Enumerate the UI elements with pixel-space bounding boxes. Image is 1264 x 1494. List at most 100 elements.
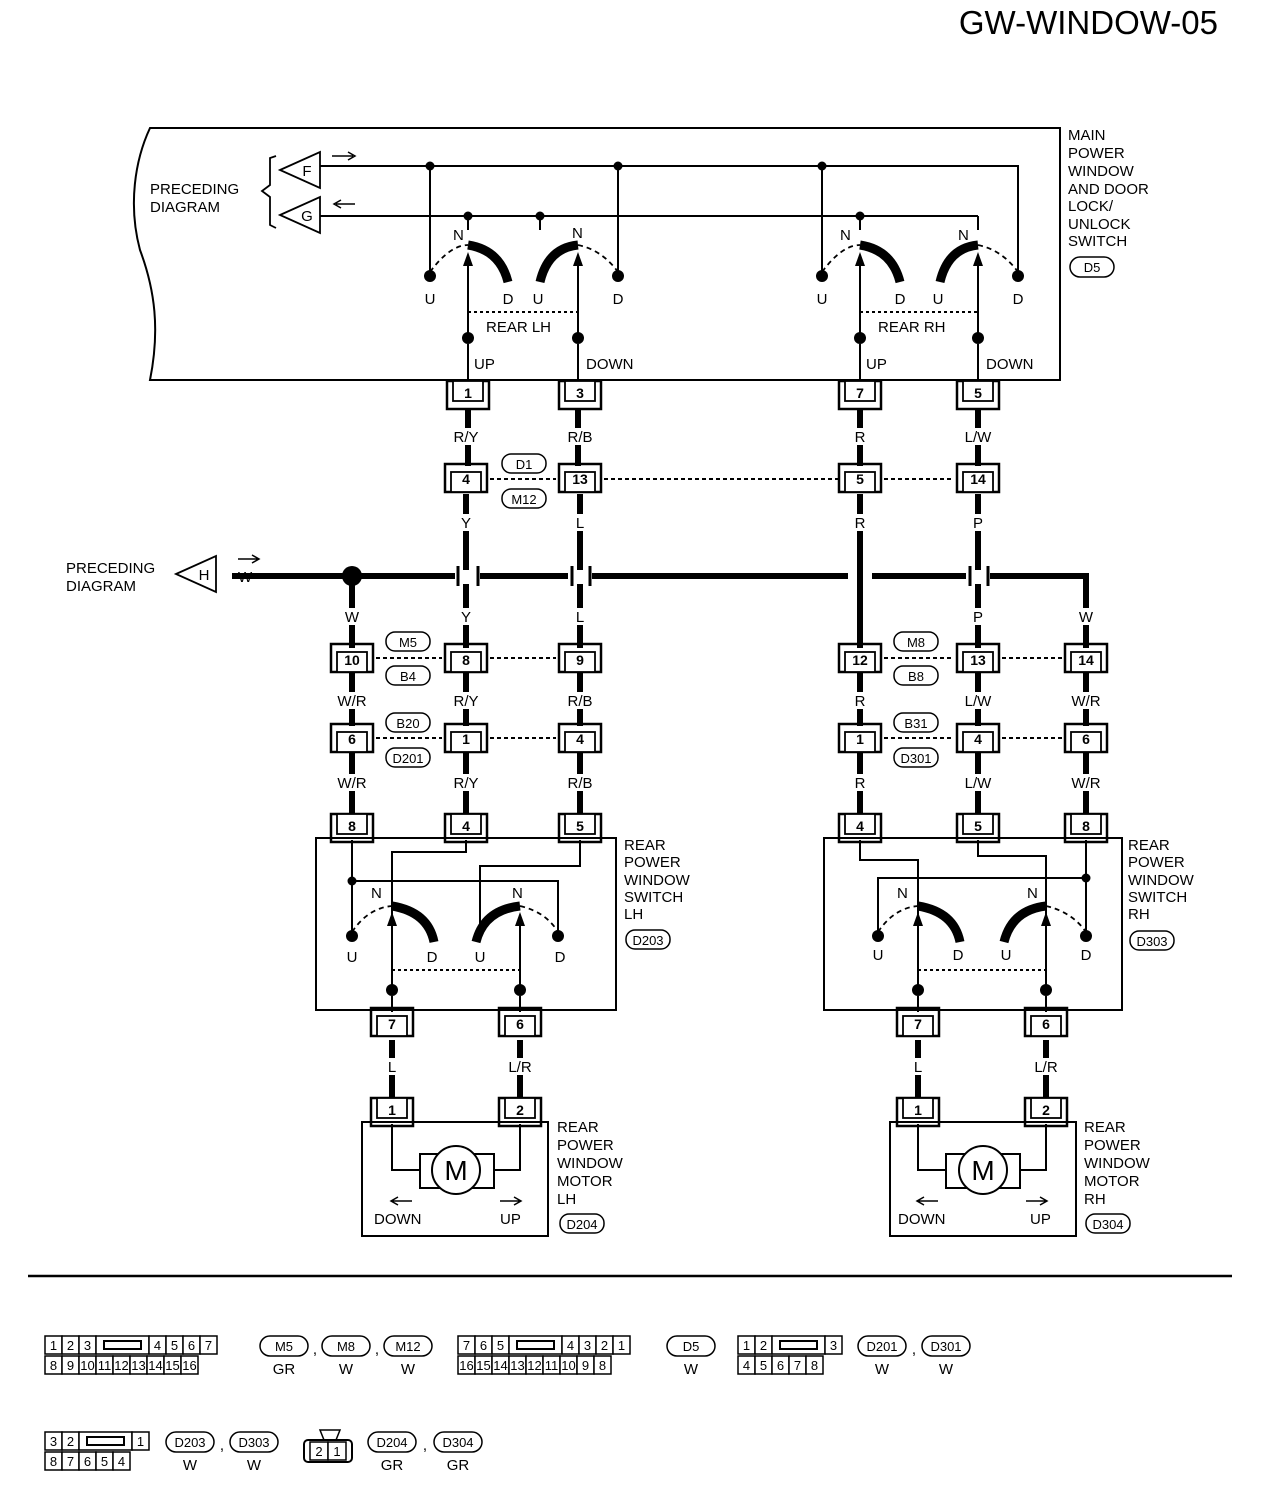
connector-lock-icon [103,1340,142,1350]
joint-connector-b31-d301: 1 4 6 B31 D301 [837,712,1109,768]
svg-text:R/Y: R/Y [453,693,478,710]
connector-color: W [684,1361,699,1378]
preceding-diagram-label-top-2: DIAGRAM [150,199,220,216]
svg-text:MOTOR: MOTOR [557,1173,613,1190]
svg-text:W/R: W/R [1071,693,1100,710]
connector-pin-number: 1 [137,1434,144,1449]
svg-text:4: 4 [576,731,584,747]
svg-text:R/B: R/B [567,429,592,446]
connector-pin-number: 7 [794,1358,801,1373]
connector-pin-number: 1 [618,1338,625,1353]
connector-pin-number: 2 [67,1434,74,1449]
arrow-left-icon [389,1196,412,1206]
svg-text:D303: D303 [1136,934,1167,949]
connector-pin-number: 5 [101,1454,108,1469]
svg-text:N: N [512,885,523,902]
connector-pin-number: 2 [67,1338,74,1353]
connector-id-badge [321,1335,371,1357]
svg-text:Y: Y [461,609,471,626]
connector-pin-number: 1 [743,1338,750,1353]
connector-pin-number: 1 [333,1444,340,1459]
svg-text:W/R: W/R [1071,775,1100,792]
connector-color: GR [447,1457,470,1474]
svg-text:N: N [1027,885,1038,902]
connector-cavity [131,1431,150,1451]
svg-text:14: 14 [970,471,986,487]
connector-pin-number: 6 [188,1338,195,1353]
svg-text:P: P [973,515,983,532]
svg-text:6: 6 [348,731,356,747]
separator-comma: , [220,1437,224,1454]
connector-id-badge [433,1431,483,1453]
connector-pin-number: 5 [760,1358,767,1373]
svg-text:N: N [371,885,382,902]
connector-id-badge [259,1335,309,1357]
svg-text:MOTOR: MOTOR [1084,1173,1140,1190]
wire-colors-drop: W Y L P W [342,608,1096,626]
connector-pin-number: 16 [459,1358,473,1373]
svg-text:LH: LH [557,1191,576,1208]
svg-text:L: L [388,1059,396,1076]
svg-text:M8: M8 [907,635,925,650]
main-switch-label: MAIN POWER WINDOW AND DOOR LOCK/ UNLOCK … [1068,127,1149,250]
svg-text:REAR: REAR [1084,1119,1126,1136]
connector-pin-number: 3 [830,1338,837,1353]
svg-text:DIAGRAM: DIAGRAM [66,578,136,595]
svg-text:W: W [345,609,360,626]
svg-text:5: 5 [576,818,584,834]
rear-power-window-switch-lh: 8 4 5 N N U D U D 7 6 REAR [315,812,691,1076]
motor-lh-label: REAR POWER WINDOW MOTOR LH [557,1119,624,1208]
svg-text:N: N [897,885,908,902]
svg-text:AND DOOR: AND DOOR [1068,181,1149,198]
svg-text:WINDOW: WINDOW [1084,1155,1151,1172]
connector-pin-number: 3 [50,1434,57,1449]
connector-id: M8 [337,1339,355,1354]
connector-pin-number: 8 [811,1358,818,1373]
svg-text:1: 1 [388,1102,396,1118]
connector-pin-number: 4 [118,1454,125,1469]
svg-text:SWITCH: SWITCH [624,889,683,906]
connector-id: D303 [238,1435,269,1450]
separator-comma: , [375,1341,379,1358]
svg-text:N: N [958,227,969,244]
svg-text:L/R: L/R [508,1059,532,1076]
svg-text:7: 7 [856,385,864,401]
connector-color: W [247,1457,262,1474]
svg-text:REAR: REAR [1128,837,1170,854]
svg-text:UP: UP [474,356,495,373]
svg-text:W: W [238,569,253,586]
svg-text:L/W: L/W [965,693,993,710]
connector-pin-number: 5 [497,1338,504,1353]
connector-id: D203 [174,1435,205,1450]
svg-text:1: 1 [914,1102,922,1118]
svg-text:U: U [533,291,544,308]
svg-text:UP: UP [500,1211,521,1228]
svg-text:10: 10 [344,652,360,668]
svg-text:4: 4 [462,471,470,487]
svg-text:D1: D1 [516,457,533,472]
connector-id: D304 [442,1435,473,1450]
connector-key-icon [318,1429,342,1441]
svg-text:6: 6 [1042,1016,1050,1032]
wire-colors-joint2: W/R R/Y R/B R L/W W/R [334,692,1104,710]
input-f-triangle-icon [277,150,321,190]
svg-text:U: U [347,949,358,966]
switch-contacts: N N N N U D U D U D U D REAR LH REAR RH … [424,225,1034,373]
connector-color: W [183,1457,198,1474]
svg-text:SWITCH: SWITCH [1068,233,1127,250]
connector-pin-number: 8 [50,1454,57,1469]
svg-text:H: H [199,567,210,584]
connector-cavity [805,1355,824,1375]
svg-text:D: D [613,291,624,308]
splice-point [342,566,362,586]
svg-text:POWER: POWER [1068,145,1125,162]
connector-id: M5 [275,1339,293,1354]
svg-text:REAR: REAR [624,837,666,854]
connector-cavity [112,1451,131,1471]
connector-pin-number: 2 [601,1338,608,1353]
svg-text:1: 1 [856,731,864,747]
svg-text:SWITCH: SWITCH [1128,889,1187,906]
svg-text:R: R [855,775,866,792]
svg-text:L/W: L/W [965,775,993,792]
svg-text:7: 7 [388,1016,396,1032]
